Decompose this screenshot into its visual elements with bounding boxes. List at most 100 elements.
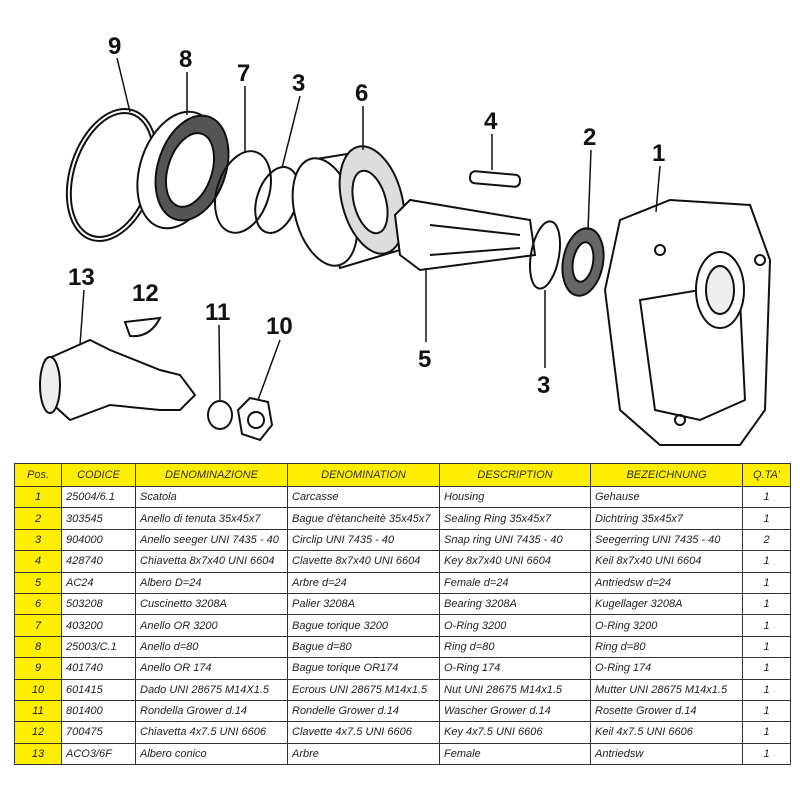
table-header-row: Pos. CODICE DENOMINAZIONE DENOMINATION D… (14, 463, 791, 487)
cell-denominazione: Scatola (135, 485, 288, 509)
cell-denomination: Clavette 4x7.5 UNI 6606 (287, 721, 440, 744)
cell-pos: 13 (14, 742, 62, 766)
cell-denomination: Bague d'ètancheitè 35x45x7 (287, 507, 440, 530)
cell-pos: 10 (14, 678, 62, 701)
cell-pos: 3 (14, 528, 62, 552)
header-description: DESCRIPTION (439, 463, 591, 487)
leader-lines (79, 57, 661, 401)
cell-denominazione: Albero conico (135, 742, 288, 766)
part-2-sealing-ring (561, 227, 605, 297)
callout-8: 8 (179, 46, 192, 73)
callout-11: 11 (205, 299, 230, 326)
cell-bezeichnung: Keil 4x7.5 UNI 6606 (590, 721, 743, 744)
part-3-circlip-b (529, 220, 561, 290)
cell-description: Female d=24 (439, 571, 591, 594)
part-11-washer (207, 400, 233, 430)
cell-bezeichnung: Antriedsw (590, 742, 743, 766)
part-4-key (468, 170, 522, 188)
cell-code: 25003/C.1 (61, 635, 136, 659)
cell-code: 801400 (61, 699, 136, 723)
cell-description: O-Ring 174 (439, 657, 591, 680)
header-pos: Pos. (14, 463, 62, 487)
exploded-parts-drawing: 9 8 7 3 6 4 2 1 13 12 11 10 5 3 (39, 33, 772, 446)
cell-pos: 7 (14, 614, 62, 637)
cell-denomination: Bague d=80 (287, 635, 440, 659)
cell-code: 401740 (61, 657, 136, 680)
cell-denomination: Ecrous UNI 28675 M14x1.5 (287, 678, 440, 701)
cell-denominazione: Chiavetta 4x7.5 UNI 6606 (135, 721, 288, 744)
callout-5: 5 (418, 346, 431, 373)
cell-code: 700475 (61, 721, 136, 744)
cell-bezeichnung: Dichtring 35x45x7 (590, 507, 743, 530)
cell-qty: 1 (742, 721, 791, 744)
part-12-woodruff-key (123, 316, 162, 338)
cell-code: 904000 (61, 528, 136, 552)
cell-qty: 1 (742, 614, 791, 637)
cell-qty: 1 (742, 699, 791, 723)
cell-bezeichnung: Antriedsw d=24 (590, 571, 743, 594)
cell-denomination: Bague torique 3200 (287, 614, 440, 637)
cell-qty: 1 (742, 657, 791, 680)
header-qty: Q.TA' (742, 463, 791, 487)
cell-denomination: Carcasse (287, 485, 440, 509)
part-5-shaft (393, 198, 537, 272)
cell-pos: 12 (14, 721, 62, 744)
cell-description: Sealing Ring 35x45x7 (439, 507, 591, 530)
callout-12: 12 (132, 280, 159, 307)
cell-bezeichnung: Gehause (590, 485, 743, 509)
cell-denominazione: Cuscinetto 3208A (135, 592, 288, 616)
cell-denomination: Arbre d=24 (287, 571, 440, 594)
cell-qty: 2 (742, 528, 791, 552)
cell-description: Wascher Grower d.14 (439, 699, 591, 723)
cell-pos: 6 (14, 592, 62, 616)
cell-pos: 5 (14, 571, 62, 594)
cell-description: Key 4x7.5 UNI 6606 (439, 721, 591, 744)
cell-denominazione: Albero D=24 (135, 571, 288, 594)
cell-denominazione: Rondella Grower d.14 (135, 699, 288, 723)
cell-code: 601415 (61, 678, 136, 701)
callout-6: 6 (355, 80, 368, 107)
cell-qty: 1 (742, 571, 791, 594)
cell-code: ACO3/6F (61, 742, 136, 766)
part-8-ring (136, 110, 230, 230)
part-10-nut (236, 396, 274, 442)
cell-qty: 1 (742, 550, 791, 573)
callout-13: 13 (68, 264, 95, 291)
cell-qty: 1 (742, 507, 791, 530)
cell-qty: 1 (742, 592, 791, 616)
cell-code: 403200 (61, 614, 136, 637)
cell-code: 503208 (61, 592, 136, 616)
cell-pos: 4 (14, 550, 62, 573)
part-7-o-ring (214, 150, 272, 234)
cell-description: Nut UNI 28675 M14x1.5 (439, 678, 591, 701)
cell-qty: 1 (742, 742, 791, 766)
cell-description: Key 8x7x40 UNI 6604 (439, 550, 591, 573)
cell-description: Snap ring UNI 7435 - 40 (439, 528, 591, 552)
cell-denominazione: Anello seeger UNI 7435 - 40 (135, 528, 288, 552)
callout-10: 10 (266, 313, 293, 340)
cell-bezeichnung: Keil 8x7x40 UNI 6604 (590, 550, 743, 573)
callout-3b: 3 (537, 372, 550, 399)
part-1-housing (603, 198, 772, 446)
cell-description: O-Ring 3200 (439, 614, 591, 637)
header-denomination: DENOMINATION (287, 463, 440, 487)
cell-denominazione: Anello d=80 (135, 635, 288, 659)
cell-bezeichnung: O-Ring 174 (590, 657, 743, 680)
callout-4: 4 (484, 108, 498, 135)
cell-pos: 8 (14, 635, 62, 659)
callout-3: 3 (292, 70, 305, 97)
cell-denominazione: Chiavetta 8x7x40 UNI 6604 (135, 550, 288, 573)
cell-pos: 1 (14, 485, 62, 509)
cell-code: 25004/6.1 (61, 485, 136, 509)
cell-bezeichnung: Kugellager 3208A (590, 592, 743, 616)
part-6-bearing (291, 145, 406, 270)
cell-bezeichnung: Rosette Grower d.14 (590, 699, 743, 723)
